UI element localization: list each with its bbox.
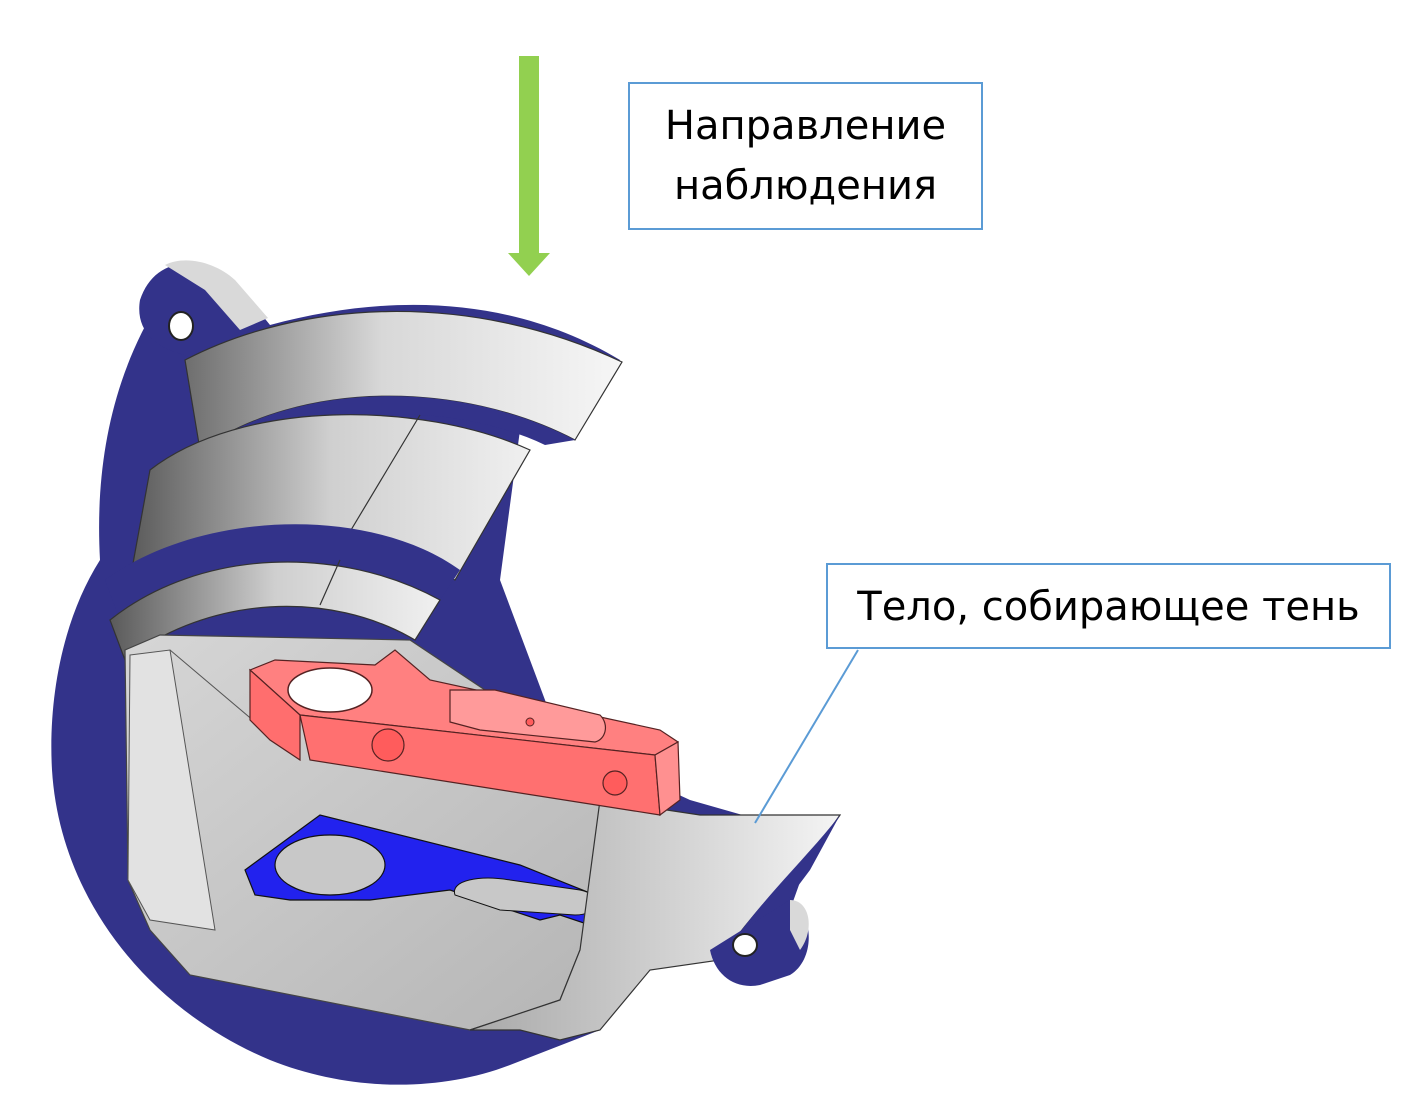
middle-lip [105, 524, 460, 620]
red-part-slot [449, 689, 607, 743]
view-direction-callout: Направление наблюдения [628, 82, 983, 230]
red-part-hole-1 [371, 728, 405, 762]
shadow-body-label: Тело, собирающее тень [857, 584, 1360, 630]
middle-seam [319, 559, 341, 606]
upper-seam [344, 414, 421, 541]
right-lug-hole [732, 933, 758, 957]
red-part-hole-2 [602, 770, 628, 796]
middle-band [109, 561, 441, 661]
view-direction-line1: Направление [664, 103, 947, 149]
top-lug-hole [168, 311, 194, 341]
red-part-hole-small [525, 717, 535, 727]
view-direction-line2: наблюдения [673, 163, 938, 209]
red-part-end [654, 740, 681, 817]
view-arrow-shaft [519, 56, 539, 256]
shadow-slot [454, 877, 597, 916]
top-lug-side [165, 260, 268, 330]
inner-left-wall [127, 649, 216, 931]
top-band-edge [200, 396, 575, 470]
callout-leader [754, 649, 859, 824]
right-lug [710, 900, 809, 986]
red-part-bore [287, 667, 373, 713]
shadow-body-callout: Тело, собирающее тень [826, 563, 1391, 649]
red-part-front [249, 668, 301, 762]
shadow-hole [274, 834, 386, 896]
right-lug-side [790, 900, 809, 950]
flap-blue-edge [720, 815, 840, 960]
view-arrow-head [508, 253, 550, 276]
